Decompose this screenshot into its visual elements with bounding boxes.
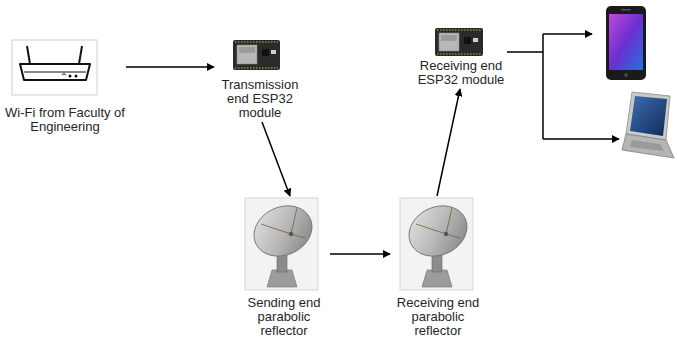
flow-arrow — [262, 122, 290, 196]
node-label: Wi-Fi from Faculty of Engineering — [4, 106, 126, 134]
parabolic-dish — [400, 197, 475, 290]
device-node: Wi-Fi from Faculty of Engineering — [4, 38, 126, 136]
node-label: Transmission end ESP32 module — [214, 78, 306, 120]
esp32-board — [233, 40, 280, 70]
laptop-icon — [622, 92, 674, 158]
node-label: Receiving end parabolic reflector — [390, 296, 486, 338]
device-node: Receiving end ESP32 module — [414, 28, 508, 89]
flow-arrow — [437, 89, 460, 196]
node-label: Sending end parabolic reflector — [238, 296, 330, 338]
flow-arrow — [330, 253, 390, 255]
device-node: Transmission end ESP32 module — [214, 36, 306, 122]
node-label: Receiving end ESP32 module — [414, 59, 508, 87]
flow-arrow — [126, 66, 214, 68]
device-node: Sending end parabolic reflector — [238, 196, 330, 340]
parabolic-dish — [245, 197, 320, 290]
router-icon — [12, 40, 97, 95]
smartphone-icon — [606, 6, 646, 80]
esp32-board — [435, 28, 483, 56]
device-node: Receiving end parabolic reflector — [390, 196, 486, 340]
branch-wires — [507, 34, 619, 139]
